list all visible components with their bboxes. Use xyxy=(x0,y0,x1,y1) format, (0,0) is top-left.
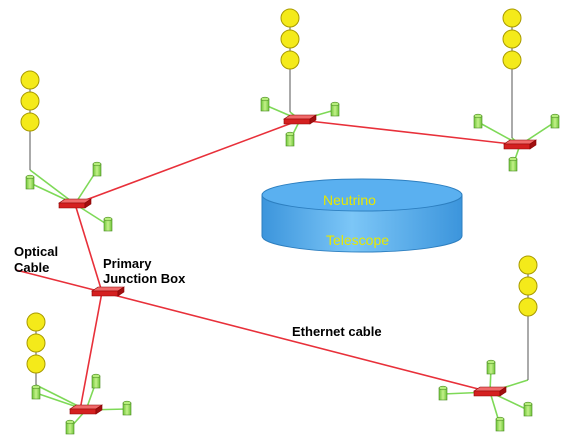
junction-box-side xyxy=(499,386,507,397)
cluster-bottom-left-junction-box xyxy=(69,404,103,415)
cluster-top-right-detector xyxy=(550,113,560,129)
cluster-left-detector xyxy=(25,174,35,190)
telescope-label-line1: Neutrino xyxy=(323,192,376,208)
detector-top xyxy=(508,156,518,162)
cluster-primary-junction-box xyxy=(91,286,125,297)
sensor-ball xyxy=(502,29,522,49)
cable-segment xyxy=(74,119,301,205)
cable-segment xyxy=(74,203,103,293)
cluster-bottom-left-detector xyxy=(122,400,132,416)
junction-box-front xyxy=(91,290,119,297)
cluster-left-detector xyxy=(92,161,102,177)
optical-cable-label-line1: Optical xyxy=(14,244,59,259)
detector-top xyxy=(495,416,505,422)
primary-junction-label-line1: Primary xyxy=(103,256,152,271)
cluster-bottom-right-sensor-string xyxy=(518,255,538,380)
cluster-left-detector xyxy=(103,216,113,232)
detector-top xyxy=(260,96,270,102)
primary-junction-label-line2: Junction Box xyxy=(103,271,186,286)
cluster-bottom-right-detector xyxy=(486,359,496,375)
sensor-ball xyxy=(26,312,46,332)
detector-top xyxy=(330,101,340,107)
cluster-top-right-detector xyxy=(508,156,518,172)
cable-segment xyxy=(79,291,103,411)
cluster-bottom-left-detector xyxy=(31,384,41,400)
cluster-top-right-junction-box xyxy=(503,139,537,150)
cluster-bottom-left-detector xyxy=(65,419,75,435)
detector-top xyxy=(103,216,113,222)
detector-top xyxy=(438,385,448,391)
detector-top xyxy=(285,131,295,137)
sensor-ball xyxy=(518,297,538,317)
detector-top xyxy=(486,359,496,365)
sensor-ball xyxy=(502,50,522,70)
neutrino-telescope xyxy=(261,178,463,253)
cable-segment xyxy=(299,119,521,146)
telescope-top xyxy=(261,178,463,212)
detector-top xyxy=(65,419,75,425)
sensor-ball xyxy=(518,255,538,275)
junction-box-side xyxy=(95,404,103,415)
detector-top xyxy=(25,174,35,180)
cluster-bottom-right-detector xyxy=(523,401,533,417)
cluster-bottom-right-junction-box xyxy=(473,386,507,397)
cable-segment xyxy=(15,269,103,293)
telescope-label-line2: Telescope xyxy=(326,232,390,248)
sensor-ball xyxy=(502,8,522,28)
sensor-ball xyxy=(20,112,40,132)
cluster-bottom-left-sensor-string xyxy=(26,312,46,385)
cluster-top-center-detector xyxy=(285,131,295,147)
cluster-top-right-sensor-string xyxy=(502,8,522,138)
cluster-top-center-detector xyxy=(330,101,340,117)
sensor-ball xyxy=(26,333,46,353)
junction-box-front xyxy=(69,408,97,415)
sensor-ball xyxy=(518,276,538,296)
cluster-top-right-detector xyxy=(473,113,483,129)
node-layer xyxy=(20,8,560,435)
cable-layer xyxy=(15,119,521,411)
detector-top xyxy=(31,384,41,390)
junction-box-front xyxy=(503,143,531,150)
detector-top xyxy=(91,373,101,379)
sensor-ball xyxy=(280,8,300,28)
junction-box-front xyxy=(473,390,501,397)
sensor-ball xyxy=(280,50,300,70)
detector-top xyxy=(122,400,132,406)
cluster-left-junction-box xyxy=(58,198,92,209)
cluster-bottom-right-detector xyxy=(438,385,448,401)
cluster-bottom-left-detector xyxy=(91,373,101,389)
detector-top xyxy=(473,113,483,119)
junction-box-front xyxy=(283,118,311,125)
cluster-top-center-detector xyxy=(260,96,270,112)
sensor-ball xyxy=(20,91,40,111)
detector-top xyxy=(550,113,560,119)
sensor-ball xyxy=(280,29,300,49)
cluster-top-center-junction-box xyxy=(283,114,317,125)
sensor-ball xyxy=(20,70,40,90)
cluster-top-center-sensor-string xyxy=(280,8,300,112)
cluster-left-sensor-string xyxy=(20,70,40,170)
sensor-ball xyxy=(26,354,46,374)
detector-top xyxy=(523,401,533,407)
string-branch xyxy=(29,169,76,205)
junction-box-side xyxy=(84,198,92,209)
junction-box-side xyxy=(309,114,317,125)
junction-box-front xyxy=(58,202,86,209)
cluster-bottom-right-detector xyxy=(495,416,505,432)
optical-cable-label-line2: Cable xyxy=(14,260,50,275)
junction-box-side xyxy=(117,286,125,297)
detector-top xyxy=(92,161,102,167)
cable-segment xyxy=(101,291,491,393)
ethernet-cable-label: Ethernet cable xyxy=(292,324,382,339)
junction-box-side xyxy=(529,139,537,150)
